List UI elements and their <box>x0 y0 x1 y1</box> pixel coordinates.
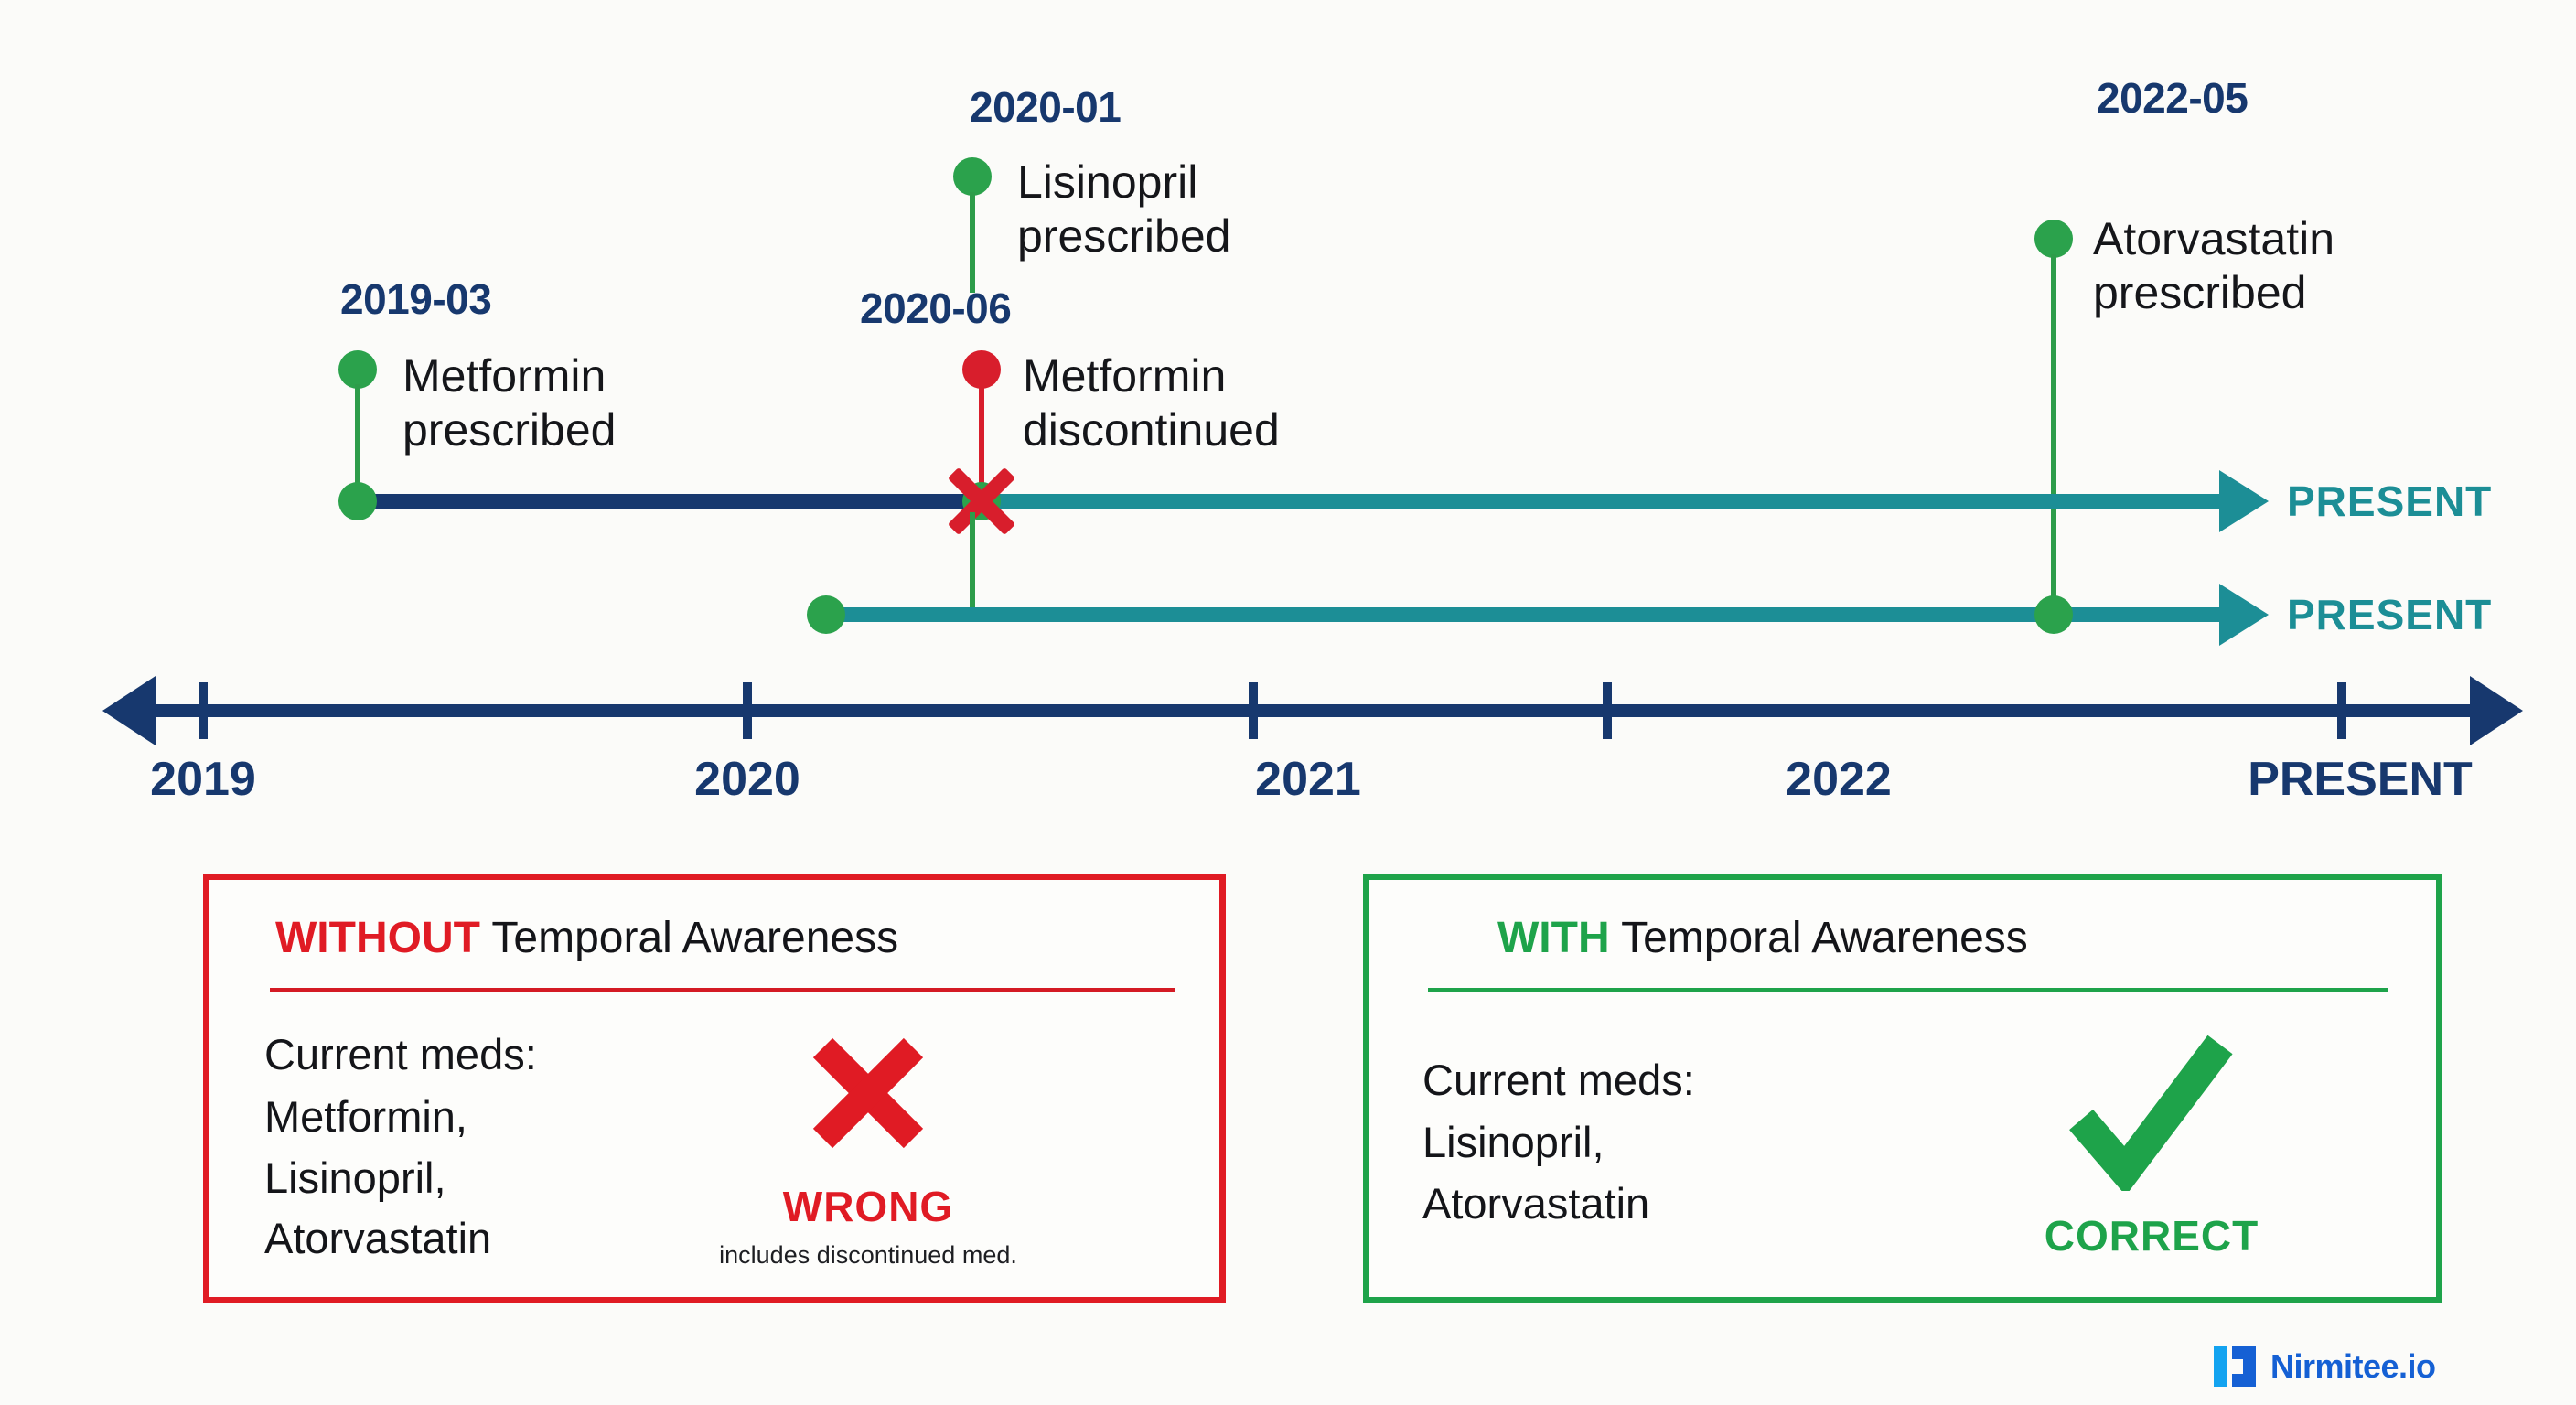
event-date-2022-05: 2022-05 <box>2097 74 2249 122</box>
axis-arrow-left-icon <box>102 676 156 745</box>
card-without-divider <box>270 988 1175 992</box>
band-atorvastatin <box>823 607 2223 622</box>
card-with-verdict: CORRECT <box>2044 1212 2259 1260</box>
present-label-row0: PRESENT <box>2287 477 2493 525</box>
card-with-title-rest: Temporal Awareness <box>1609 914 2028 962</box>
event-dot-2022-05 <box>2034 220 2073 258</box>
axis-arrow-right-icon <box>2470 676 2523 745</box>
event-line1-2020-06: Metformin <box>1023 350 1227 402</box>
event-stem-2020-01 <box>970 192 975 293</box>
axis-label-2019: 2019 <box>150 753 256 806</box>
present-label-row1: PRESENT <box>2287 591 2493 638</box>
event-date-2020-06: 2020-06 <box>860 284 1012 332</box>
event-stem-2022-05 <box>2051 254 2056 520</box>
axis-tick-2020 <box>743 682 752 739</box>
event-date-2020-01: 2020-01 <box>970 83 1122 131</box>
band-lisinopril-arrow-icon <box>2219 470 2269 532</box>
axis-tick-present <box>2337 682 2346 739</box>
event-dot-2019-03 <box>338 350 377 389</box>
card-without-title: WITHOUT Temporal Awareness <box>275 913 898 963</box>
card-without-temporal-awareness: WITHOUT Temporal Awareness Current meds:… <box>203 874 1226 1303</box>
card-without-verdict-note: includes discontinued med. <box>719 1241 1017 1269</box>
cross-icon <box>809 1034 928 1153</box>
nirmitee-logo-icon <box>2214 1345 2258 1389</box>
event-dot-2020-01 <box>953 157 992 196</box>
card-without-title-accent: WITHOUT <box>275 914 480 962</box>
axis-tick-2021 <box>1249 682 1258 739</box>
card-without-meds-heading: Current meds: <box>264 1030 537 1078</box>
card-with-temporal-awareness: WITH Temporal Awareness Current meds: Li… <box>1363 874 2442 1303</box>
axis-label-2021: 2021 <box>1255 753 1361 806</box>
axis-label-2022: 2022 <box>1786 753 1892 806</box>
band-metformin <box>355 494 986 509</box>
card-without-title-rest: Temporal Awareness <box>479 914 899 962</box>
event-stem-2022-05-lower <box>2051 512 2056 608</box>
card-with-title-accent: WITH <box>1497 914 1610 962</box>
axis-label-2020: 2020 <box>694 753 800 806</box>
band-start-dot-metformin <box>338 482 377 520</box>
card-with-meds-heading: Current meds: <box>1422 1056 1695 1104</box>
card-with-title: WITH Temporal Awareness <box>1497 913 2028 963</box>
axis-tick-2022 <box>1603 682 1612 739</box>
discontinued-cross-icon <box>942 462 1021 541</box>
card-without-meds-list: Metformin, Lisinopril, Atorvastatin <box>264 1092 492 1263</box>
event-line1-2019-03: Metformin <box>402 350 606 402</box>
event-text-2019-03: Metformin prescribed <box>402 349 616 457</box>
event-line1-2020-01: Lisinopril <box>1017 156 1198 208</box>
check-icon <box>2069 1035 2233 1191</box>
event-line2-2022-05: prescribed <box>2093 267 2307 318</box>
event-line2-2020-06: discontinued <box>1023 404 1280 456</box>
axis-tick-2019 <box>199 682 208 739</box>
event-stem-2020-01-lower <box>970 512 975 613</box>
brand-logo[interactable]: Nirmitee.io <box>2214 1345 2436 1389</box>
event-dot-2020-06 <box>962 350 1001 389</box>
event-stem-2020-06 <box>979 384 984 503</box>
event-text-2022-05: Atorvastatin prescribed <box>2093 212 2334 320</box>
event-text-2020-06: Metformin discontinued <box>1023 349 1280 457</box>
event-stem-2019-03 <box>355 384 360 503</box>
event-text-2020-01: Lisinopril prescribed <box>1017 156 1230 263</box>
band-atorvastatin-arrow-icon <box>2219 584 2269 646</box>
event-line2-2019-03: prescribed <box>402 404 617 456</box>
band-start-dot-atorvastatin <box>2034 595 2073 634</box>
event-line1-2022-05: Atorvastatin <box>2093 213 2335 264</box>
brand-name: Nirmitee.io <box>2270 1347 2436 1385</box>
axis-line <box>154 704 2474 717</box>
card-with-divider <box>1428 988 2388 992</box>
event-date-2019-03: 2019-03 <box>340 275 492 323</box>
card-without-verdict: WRONG <box>782 1183 954 1230</box>
event-line2-2020-01: prescribed <box>1017 210 1231 262</box>
axis-label-present: PRESENT <box>2248 753 2473 806</box>
card-with-meds-list: Lisinopril, Atorvastatin <box>1422 1118 1650 1228</box>
band-start-dot-lisinopril <box>807 595 845 634</box>
band-lisinopril <box>979 494 2223 509</box>
